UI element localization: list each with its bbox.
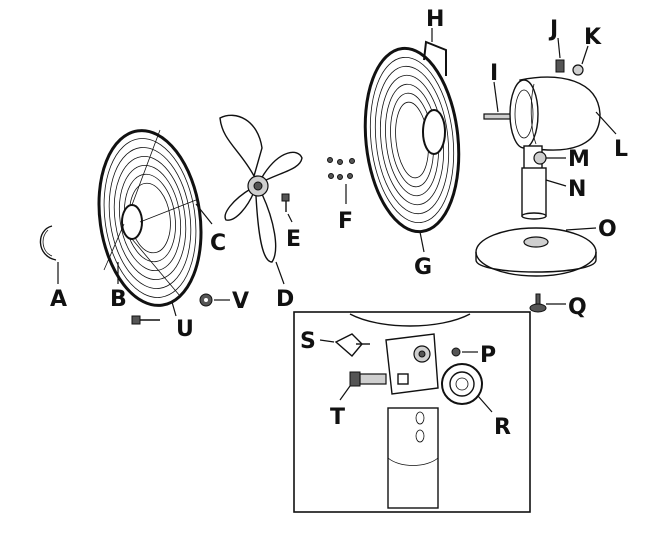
label-t: T: [330, 405, 345, 430]
label-o: O: [598, 217, 617, 242]
part-m-joint: [523, 145, 566, 171]
part-u-screw: [131, 301, 177, 325]
label-s: S: [300, 329, 316, 354]
part-a-ring: [39, 225, 59, 284]
label-u: U: [176, 317, 194, 342]
label-k: K: [584, 25, 602, 50]
label-g: G: [414, 255, 432, 280]
part-d-blade: [219, 114, 303, 285]
label-i: I: [490, 61, 498, 86]
label-q: Q: [568, 295, 587, 320]
part-v-nut: [199, 293, 230, 307]
label-m: M: [568, 147, 590, 172]
part-h-handle: [423, 28, 447, 76]
part-k-cap: [572, 45, 589, 76]
part-g-front-grill: [363, 46, 461, 253]
part-l-motor-housing: [509, 76, 617, 151]
label-n: N: [568, 177, 586, 202]
part-e-screw: [281, 193, 293, 223]
label-l: L: [614, 137, 628, 162]
part-j-knob: [555, 37, 565, 73]
label-v: V: [232, 289, 249, 314]
label-a: A: [50, 287, 67, 312]
label-c: C: [210, 231, 226, 256]
label-p: P: [480, 343, 496, 368]
label-d: D: [276, 287, 294, 312]
label-b: B: [110, 287, 127, 312]
part-b-rear-grill: [97, 129, 213, 307]
part-q-knob: [529, 293, 566, 313]
label-f: F: [338, 209, 353, 234]
part-n-pole: [521, 167, 567, 220]
part-f-screws: [327, 157, 355, 204]
label-e: E: [286, 227, 301, 252]
label-h: H: [426, 7, 444, 32]
label-r: R: [494, 415, 511, 440]
label-j: J: [548, 17, 558, 42]
part-o-base: [475, 227, 597, 277]
detail-inset: [293, 311, 531, 513]
